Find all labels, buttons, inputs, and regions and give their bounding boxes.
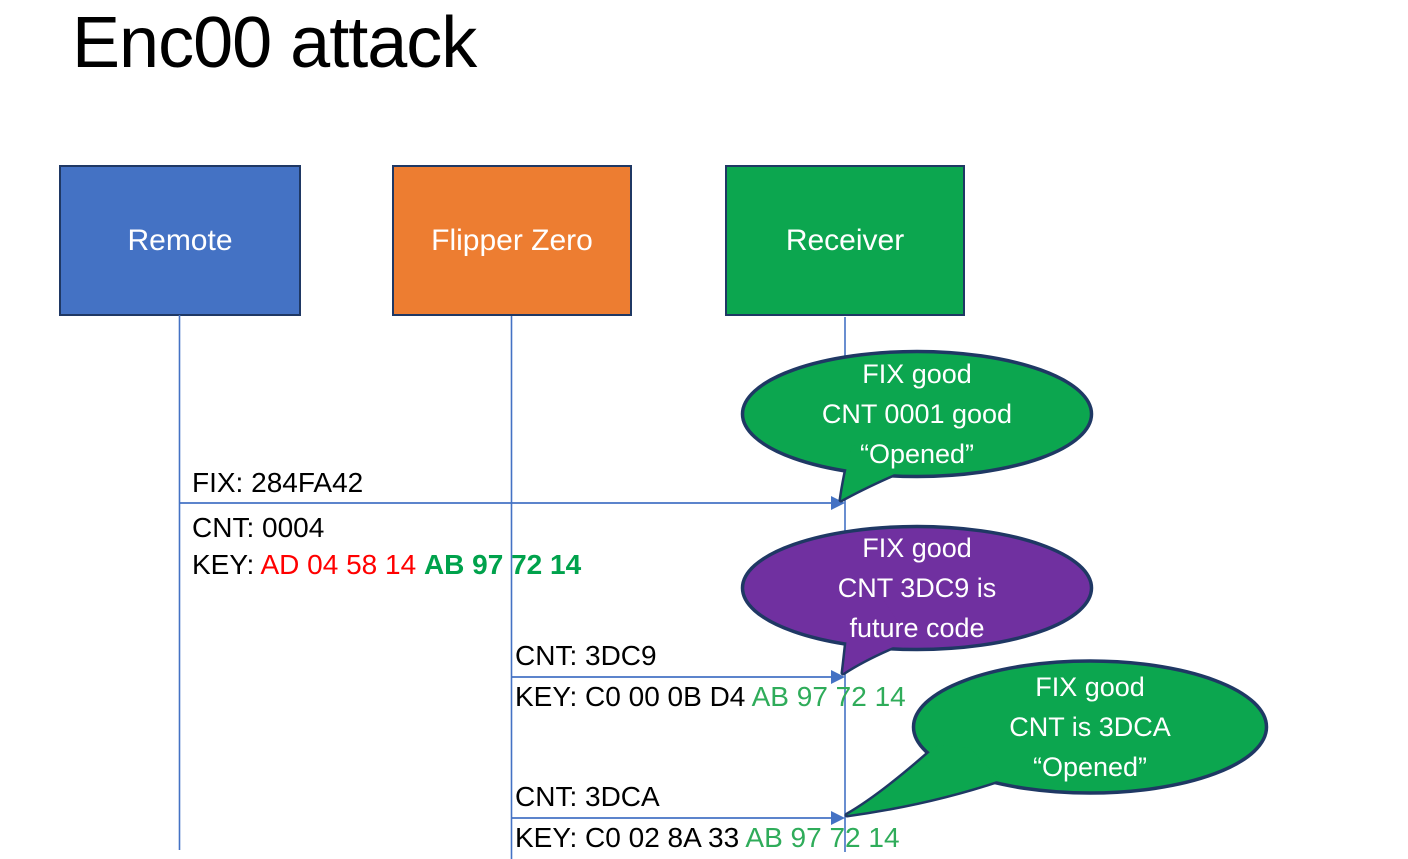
message3-key-fixed-bytes: AB 97 72 14 bbox=[745, 822, 900, 853]
callout1-tail-fill bbox=[841, 445, 908, 500]
message2-key-black-bytes: C0 00 0B D4 bbox=[585, 681, 752, 712]
callout2-tail-fill bbox=[843, 590, 910, 673]
message2-key-fixed-bytes: AB 97 72 14 bbox=[751, 681, 906, 712]
callout1-oval bbox=[740, 349, 1094, 479]
actor-box-remote: Remote bbox=[59, 165, 301, 316]
callout-bubble-1 bbox=[740, 349, 1094, 503]
actor-label-flipper-zero: Flipper Zero bbox=[431, 223, 593, 257]
message1-key-changed-bytes: AD 04 58 14 bbox=[260, 549, 424, 580]
message2-arrowhead-icon bbox=[831, 670, 845, 684]
message3-arrowhead-icon bbox=[831, 811, 845, 825]
callout-bubble-2 bbox=[740, 524, 1094, 676]
actor-label-receiver: Receiver bbox=[785, 223, 905, 257]
callout1-text: FIX good CNT 0001 good “Opened” bbox=[821, 359, 1013, 469]
message1-cnt-label: CNT: 0004 bbox=[192, 512, 325, 543]
message3-key-black-bytes: C0 02 8A 33 bbox=[585, 822, 746, 853]
callout-bubble-3 bbox=[844, 659, 1269, 818]
message1-key-label: KEY: AD 04 58 14 AB 97 72 14 bbox=[192, 548, 581, 582]
message3-cnt-label: CNT: 3DCA bbox=[515, 781, 660, 812]
page-title: Enc00 attack bbox=[72, 3, 477, 83]
message2-key-label: KEY: C0 00 0B D4 AB 97 72 14 bbox=[515, 680, 906, 714]
message3-key-label: KEY: C0 02 8A 33 AB 97 72 14 bbox=[515, 821, 900, 855]
message2-key-prefix: KEY: bbox=[515, 681, 586, 712]
message1-key-fixed-bytes: AB 97 72 14 bbox=[423, 549, 582, 580]
callout2-text: FIX good CNT 3DC9 is future code bbox=[837, 533, 997, 643]
message3-key-prefix: KEY: bbox=[515, 822, 586, 853]
message1-arrowhead-icon bbox=[831, 496, 845, 510]
message2-cnt-label: CNT: 3DC9 bbox=[515, 640, 657, 671]
callout3-text: FIX good CNT is 3DCA “Opened” bbox=[1009, 672, 1171, 782]
callout2-oval bbox=[740, 524, 1094, 652]
message1-fix-label: FIX: 284FA42 bbox=[192, 467, 364, 498]
actor-box-flipper-zero: Flipper Zero bbox=[392, 165, 632, 316]
callout3-oval bbox=[911, 659, 1269, 795]
actor-label-remote: Remote bbox=[127, 223, 233, 257]
actor-box-receiver: Receiver bbox=[725, 165, 965, 316]
message1-key-prefix: KEY: bbox=[192, 549, 261, 580]
callout3-tail-fill bbox=[847, 745, 1000, 815]
